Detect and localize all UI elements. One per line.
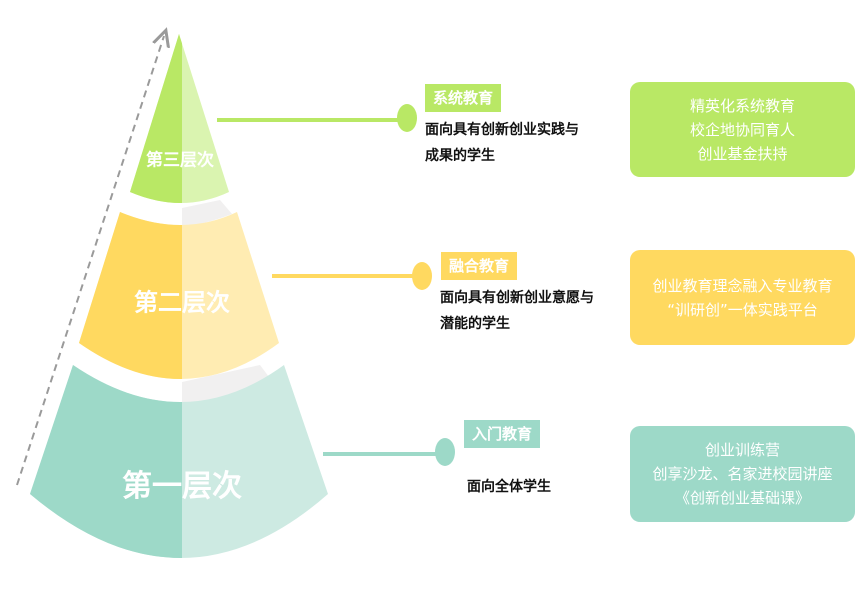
- tag-integrated-education: 融合教育: [441, 252, 518, 280]
- dashed-arrow-up: [16, 36, 164, 486]
- connector-dot-1: [435, 438, 455, 466]
- tier-3-label: 第三层次: [146, 150, 214, 171]
- tag-system-education: 系统教育: [425, 84, 502, 112]
- desc-line: 面向全体学生: [467, 479, 551, 495]
- tier-3-measures-box: 精英化系统教育 校企地协同育人 创业基金扶持: [630, 82, 855, 177]
- desc-line: 面向具有创新创业实践与: [425, 122, 579, 138]
- measure-line: 校企地协同育人: [689, 120, 795, 139]
- tier-1-dark: [30, 365, 182, 558]
- measure-line: 创享沙龙、名家进校园讲座: [652, 465, 833, 483]
- tier-2-measures-box: 创业教育理念融入专业教育 “训研创”一体实践平台: [630, 250, 855, 345]
- measure-line: 《创新创业基础课》: [674, 489, 810, 507]
- measure-line: 创业基金扶持: [697, 144, 788, 163]
- tier-1-label: 第一层次: [122, 469, 242, 504]
- tier-2-description: 面向具有创新创业意愿与 潜能的学生: [440, 285, 594, 337]
- tier-3-dark: [130, 34, 182, 203]
- gap-band: [182, 200, 232, 226]
- tier-2-label: 第二层次: [134, 288, 230, 317]
- connector-dot-3: [397, 104, 417, 132]
- desc-line: 成果的学生: [425, 148, 495, 164]
- tier-3-description: 面向具有创新创业实践与 成果的学生: [425, 117, 579, 169]
- tier-2-dark: [79, 212, 182, 379]
- tier-1-description: 面向全体学生: [467, 474, 551, 500]
- connector-dot-2: [412, 262, 432, 290]
- tier-1-measures-box: 创业训练营 创享沙龙、名家进校园讲座 《创新创业基础课》: [630, 426, 855, 522]
- measure-line: “训研创”一体实践平台: [667, 300, 818, 319]
- desc-line: 潜能的学生: [440, 316, 510, 332]
- tag-intro-education: 入门教育: [464, 420, 541, 448]
- measure-line: 创业训练营: [704, 441, 780, 459]
- measure-line: 创业教育理念融入专业教育: [652, 276, 833, 295]
- desc-line: 面向具有创新创业意愿与: [440, 290, 594, 306]
- measure-line: 精英化系统教育: [689, 96, 795, 115]
- gap-band: [182, 365, 275, 404]
